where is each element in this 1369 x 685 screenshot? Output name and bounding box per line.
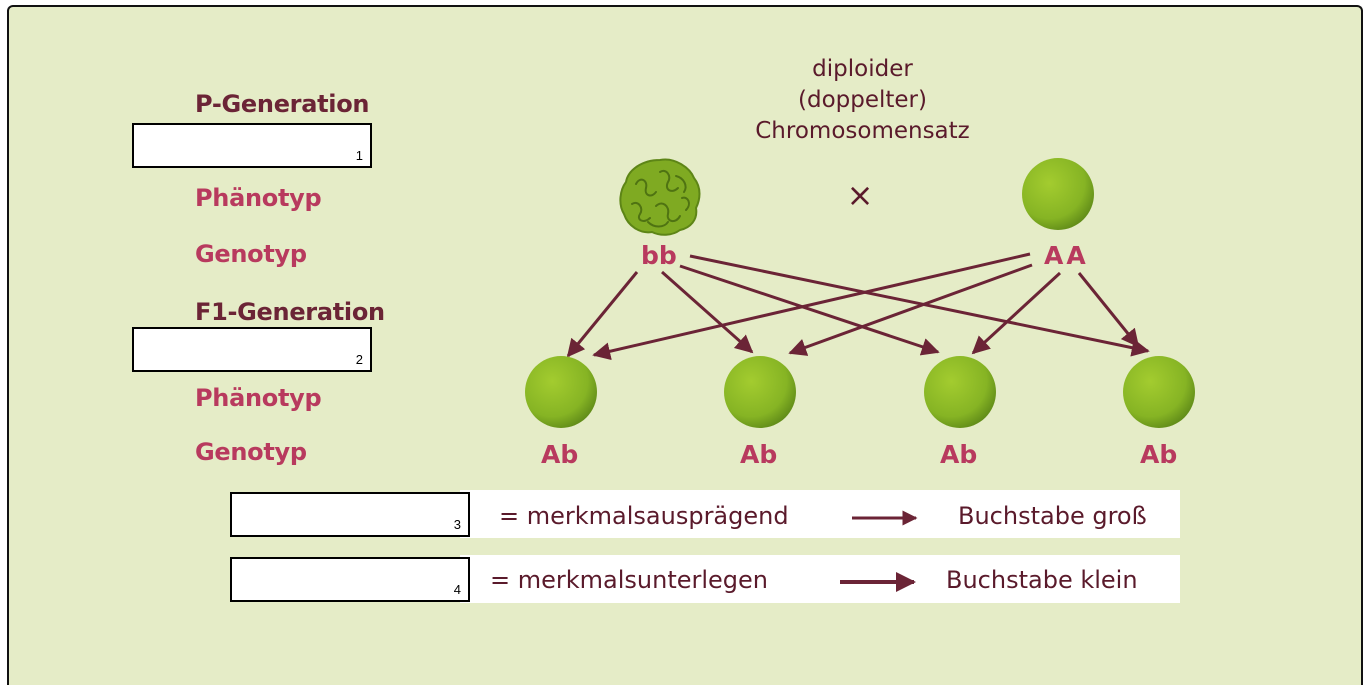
offspring-pea-1: [525, 356, 597, 428]
answer-box-1-number: 1: [355, 148, 363, 163]
phenotype-label-p: Phänotyp: [195, 184, 322, 212]
chromosome-note-line-1: diploider: [812, 56, 913, 82]
arrow-aa-to-1: [592, 252, 1031, 361]
offspring-pea-2: [724, 356, 796, 428]
legend-row-2-background: [460, 555, 1180, 603]
offspring-genotype-2: Ab: [740, 440, 778, 469]
offspring-pea-3: [924, 356, 996, 428]
offspring-genotype-1: Ab: [541, 440, 579, 469]
p-generation-label: P-Generation: [195, 90, 370, 118]
answer-box-2-number: 2: [355, 352, 363, 367]
offspring-genotype-4: Ab: [1140, 440, 1178, 469]
legend-dominant-result: Buchstabe groß: [958, 502, 1147, 530]
genotype-label-f1: Genotyp: [195, 438, 307, 466]
arrow-aa-to-4: [1077, 272, 1140, 348]
legend-row-1-background: [460, 490, 1180, 538]
answer-box-3[interactable]: 3: [230, 492, 470, 537]
smooth-pea-icon: [1022, 158, 1094, 230]
answer-box-4[interactable]: 4: [230, 557, 470, 602]
f1-generation-label: F1-Generation: [195, 298, 385, 326]
offspring-pea-4: [1123, 356, 1195, 428]
arrow-aa-to-3: [971, 271, 1062, 355]
parent-genotype-bb: bb: [641, 241, 677, 270]
arrow-bb-to-2: [661, 270, 754, 354]
legend-recessive-result: Buchstabe klein: [946, 566, 1138, 594]
arrow-bb-to-3: [679, 264, 940, 356]
arrow-aa-to-2: [788, 263, 1033, 356]
legend-dominant-text: = merkmalsausprägend: [499, 502, 789, 530]
wrinkled-pea-icon: [619, 158, 701, 236]
arrow-bb-to-1: [566, 271, 639, 358]
chromosome-note: diploider (doppelter) Chromosomensatz: [700, 54, 1025, 147]
arrow-bb-to-4: [689, 254, 1150, 357]
phenotype-label-f1: Phänotyp: [195, 384, 322, 412]
answer-box-3-number: 3: [453, 517, 461, 532]
offspring-genotype-3: Ab: [940, 440, 978, 469]
chromosome-note-line-3: Chromosomensatz: [755, 118, 970, 144]
chromosome-note-line-2: (doppelter): [798, 87, 927, 113]
genotype-label-p: Genotyp: [195, 240, 307, 268]
legend-recessive-text: = merkmalsunterlegen: [490, 566, 769, 594]
answer-box-1[interactable]: 1: [132, 123, 372, 168]
parent-genotype-aa: AA: [1044, 241, 1089, 270]
answer-box-2[interactable]: 2: [132, 327, 372, 372]
answer-box-4-number: 4: [453, 582, 461, 597]
cross-symbol: ×: [846, 176, 874, 214]
